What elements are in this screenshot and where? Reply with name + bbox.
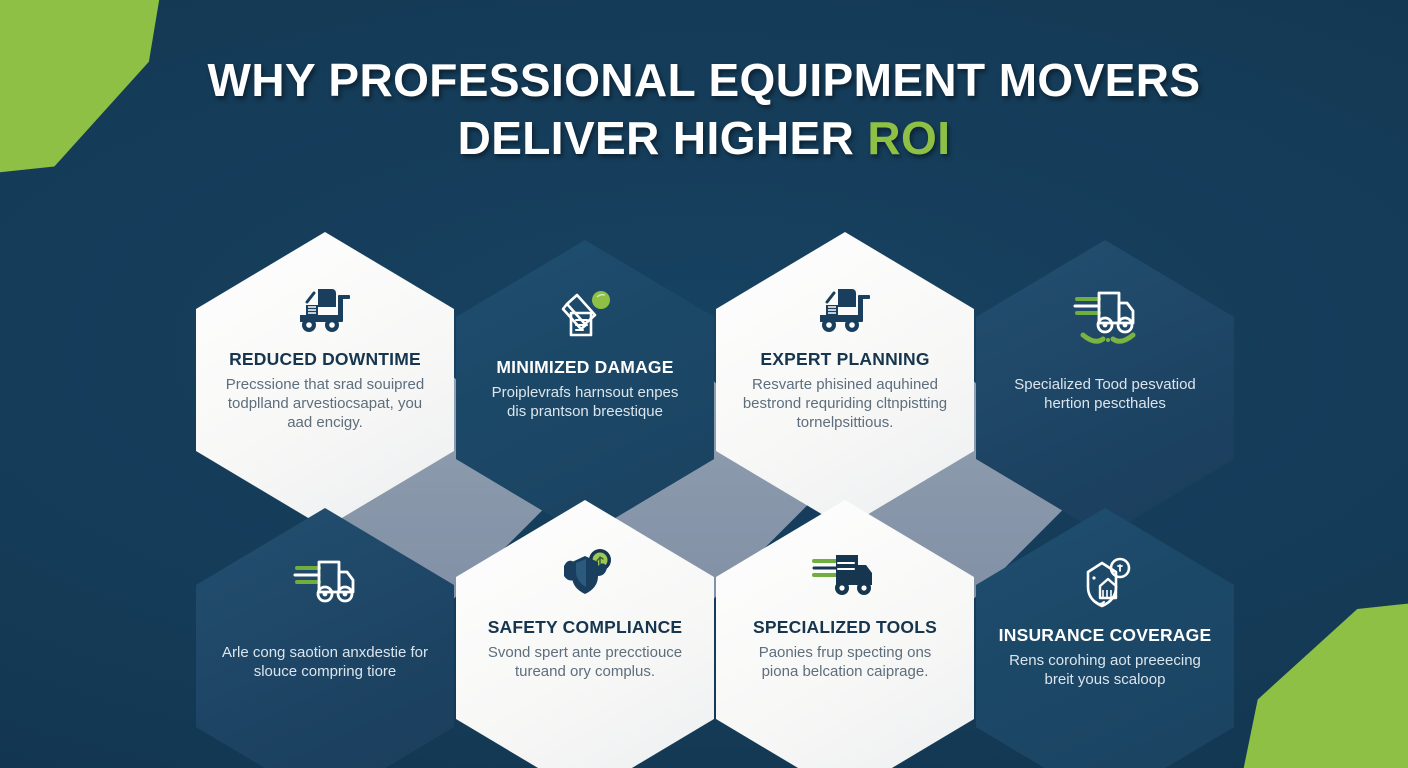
headline-roi-highlight: ROI: [867, 111, 951, 164]
tile-body: Proiplevrafs harnsout enpes dis prantson…: [491, 384, 679, 421]
tile-body: Svond spert ante precctiouce tureand ory…: [487, 644, 683, 681]
delivery-truck-motion-icon: [1067, 280, 1143, 354]
tile-body: Resvarte phisined aquhined bestrond requ…: [742, 376, 948, 432]
headline-line-2-prefix: DELIVER HIGHER: [457, 111, 868, 164]
tile-body: Paonies frup specting ons piona belcatio…: [758, 644, 932, 681]
tile-title: INSURANCE COVERAGE: [998, 625, 1212, 645]
headline-line-2: DELIVER HIGHER ROI: [0, 110, 1408, 168]
forklift-icon: [294, 272, 356, 346]
tile-title: SPECIALIZED TOOLS: [753, 617, 937, 637]
page-title: WHY PROFESSIONAL EQUIPMENT MOVERS DELIVE…: [0, 52, 1408, 168]
tile-body: Precssione that srad souipred todplland …: [225, 376, 425, 432]
headline-line-1: WHY PROFESSIONAL EQUIPMENT MOVERS: [207, 54, 1201, 106]
delivery-truck-icon: [808, 540, 882, 614]
tile-body: Specialized Tood pesvatiod hertion pesct…: [1014, 376, 1196, 412]
tile-title: REDUCED DOWNTIME: [229, 349, 421, 369]
tile-reduced-downtime[interactable]: REDUCED DOWNTIME Precssione that srad so…: [196, 232, 454, 528]
clipboard-pen-icon: [553, 280, 617, 354]
tile-title: MINIMIZED DAMAGE: [496, 357, 674, 377]
shield-badge-icon: [1074, 548, 1136, 622]
tile-title: SAFETY COMPLIANCE: [487, 617, 683, 637]
tile-title: EXPERT PLANNING: [760, 349, 930, 369]
forklift-icon: [814, 272, 876, 346]
tile-body: Rens corohing aot preeecing breit yous s…: [1009, 652, 1201, 689]
shield-check-icon: [554, 540, 616, 614]
delivery-truck-motion-icon: [287, 548, 363, 622]
tile-body: Arle cong saotion anxdestie for slouce c…: [222, 644, 428, 680]
